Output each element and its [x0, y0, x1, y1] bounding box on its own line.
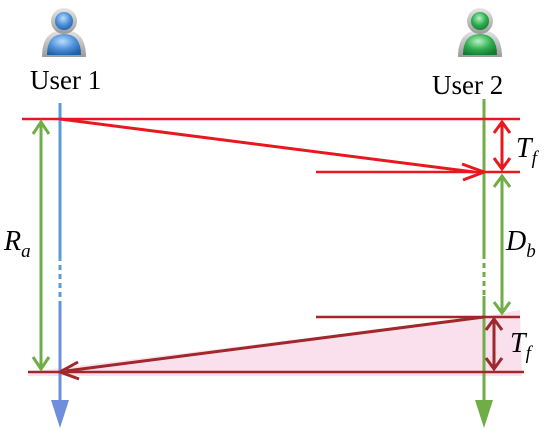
- ra-label: Ra: [3, 226, 31, 262]
- user-2-arrowhead: [475, 400, 493, 428]
- ra-interval-arrow: [31, 119, 51, 372]
- user-2-timeline: [475, 99, 493, 428]
- tf-bottom-interval-arrow: [484, 316, 504, 372]
- user-1-label: User 1: [30, 65, 101, 95]
- db-label: Db: [505, 226, 536, 262]
- user-2-label: User 2: [432, 70, 503, 100]
- tf-bottom-label: Tf: [510, 328, 534, 364]
- tf-top-interval-arrow: [492, 119, 512, 172]
- user-1-arrowhead: [51, 400, 69, 428]
- forward-signal: [59, 117, 489, 182]
- return-signal: [56, 315, 485, 381]
- user-1-timeline: [51, 103, 69, 428]
- user-2-icon: [458, 8, 502, 57]
- tf-top-label: Tf: [516, 133, 540, 169]
- user-1-icon: [42, 8, 86, 57]
- db-interval-arrow: [492, 173, 512, 316]
